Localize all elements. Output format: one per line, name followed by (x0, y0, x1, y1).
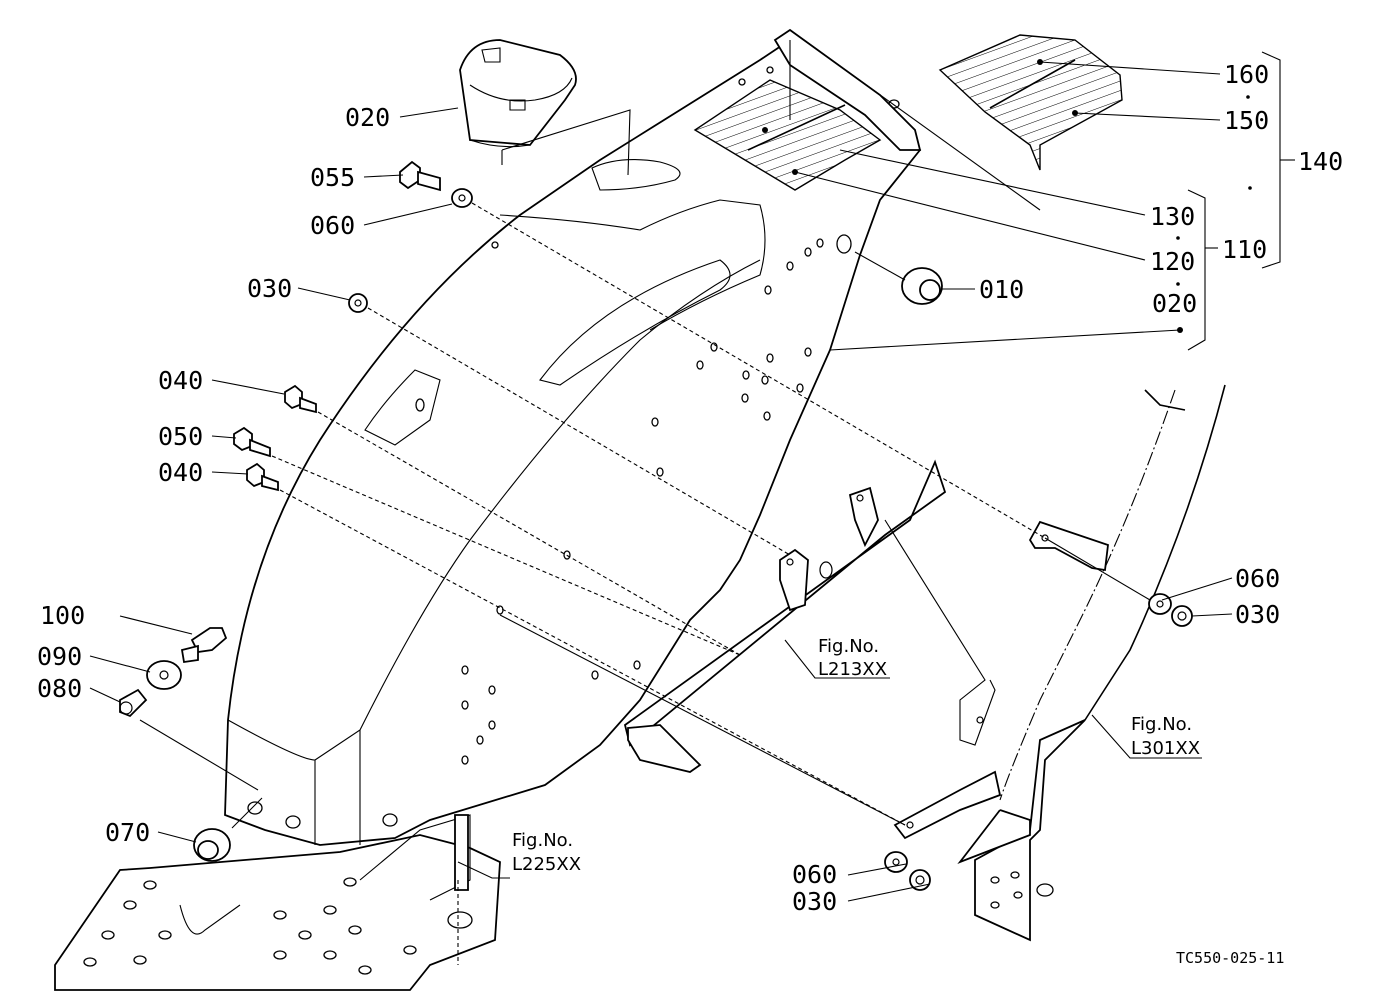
floor-plate (54, 814, 501, 991)
label-120: 120 (1150, 247, 1195, 276)
nut-030-top (348, 293, 368, 313)
washer-060-top (451, 188, 473, 208)
leader-lines (89, 51, 1295, 965)
label-060-mid: 060 (1235, 564, 1280, 593)
label-040-a: 040 (158, 366, 203, 395)
label-010: 010 (979, 275, 1024, 304)
fitting-100 (180, 627, 228, 664)
washer-060-mid (1148, 593, 1172, 615)
cup-holder (459, 39, 577, 148)
right-frame (957, 384, 1226, 942)
fig-ref-l213-title: Fig.No. (818, 636, 879, 657)
right-bracket-low (893, 770, 1002, 840)
label-020-top: 020 (345, 103, 390, 132)
label-080: 080 (37, 674, 82, 703)
bolt-055 (399, 160, 441, 192)
washer-090 (146, 660, 182, 690)
label-160: 160 (1224, 60, 1269, 89)
label-070: 070 (105, 818, 150, 847)
fig-ref-l213-number: L213XX (818, 659, 887, 680)
drawing-code: TC550-025-11 (1176, 949, 1284, 967)
label-030-bot: 030 (792, 887, 837, 916)
figure-references: Fig.No. L213XX Fig.No. L301XX Fig.No. L2… (512, 636, 1200, 875)
decal-set (938, 34, 1123, 171)
label-110: 110 (1222, 235, 1267, 264)
grommet-010 (901, 267, 943, 305)
fig-ref-l301-number: L301XX (1131, 738, 1200, 759)
label-100: 100 (40, 601, 85, 630)
label-030-mid: 030 (1235, 600, 1280, 629)
label-140: 140 (1298, 147, 1343, 176)
label-040-b: 040 (158, 458, 203, 487)
washer-060-bot (884, 851, 908, 873)
part-labels: 020 055 060 030 040 050 040 100 090 080 … (37, 60, 1343, 916)
lower-bracket (623, 459, 996, 773)
fig-ref-l301-title: Fig.No. (1131, 714, 1192, 735)
fig-ref-l225-title: Fig.No. (512, 830, 573, 851)
label-055: 055 (310, 163, 355, 192)
bolt-050 (233, 426, 271, 458)
label-130: 130 (1150, 202, 1195, 231)
grommet-070 (193, 828, 231, 862)
assembly-lines (139, 40, 1151, 829)
label-020-right: 020 (1152, 289, 1197, 318)
label-150: 150 (1224, 106, 1269, 135)
fender-panel (224, 28, 1041, 846)
nut-030-mid (1171, 605, 1193, 627)
label-060-top: 060 (310, 211, 355, 240)
label-090: 090 (37, 642, 82, 671)
label-050: 050 (158, 422, 203, 451)
label-030-top: 030 (247, 274, 292, 303)
right-bracket-mid (1028, 520, 1109, 572)
bolt-040-a (284, 384, 317, 414)
bolt-040-b (246, 462, 279, 492)
fig-ref-l225-number: L225XX (512, 854, 581, 875)
spacer-080 (119, 688, 148, 718)
label-060-bot: 060 (792, 860, 837, 889)
